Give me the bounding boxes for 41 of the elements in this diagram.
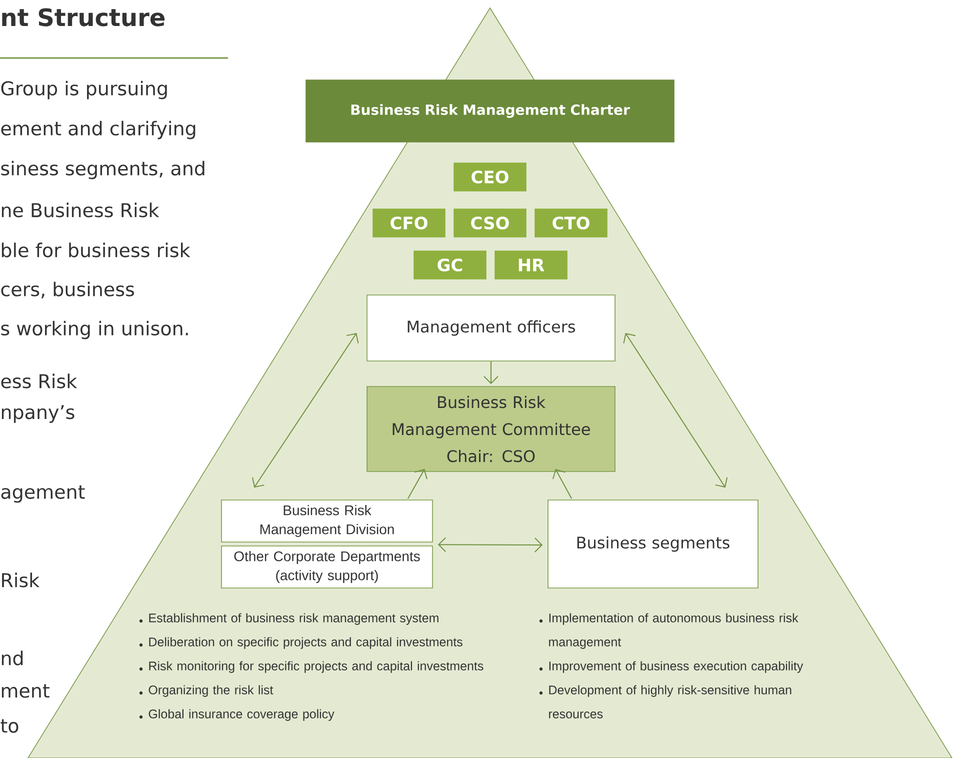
role-box: CEO — [454, 162, 526, 192]
bullet-item: Establishment of business risk management system — [149, 613, 438, 625]
bullet-item: Global insurance coverage policy — [148, 709, 334, 721]
arrow — [623, 333, 728, 488]
paragraph-text: agement — [1, 485, 85, 503]
paragraph-text: siness segments, and — [1, 160, 204, 180]
paragraph-text: ement and clarifying — [1, 120, 196, 140]
arrow — [252, 333, 359, 488]
role-box: CFO — [372, 208, 446, 238]
paragraph-text: ble for business risk — [2, 242, 190, 258]
department-box: Business Risk Management Division — [221, 500, 433, 542]
department-box: Other Corporate Departments (activity support) — [221, 546, 433, 588]
arrow — [438, 537, 543, 552]
process-box: Business segments — [548, 500, 758, 588]
arrow — [552, 468, 572, 500]
paragraph-text: Group is pursuing — [1, 80, 167, 100]
bullet-item: Organizing the risk list — [148, 685, 274, 697]
bullet-item: Development of highly risk-sensitive human resources — [549, 685, 792, 718]
paragraph-text: npany’s — [2, 405, 74, 423]
process-box: Management officers — [366, 294, 616, 362]
bullet-item: Improvement of business execution capability — [549, 661, 804, 673]
banner-box: Business Risk Management Charter — [306, 80, 674, 142]
role-box: GC — [414, 250, 486, 280]
paragraph-text: ess Risk — [1, 374, 78, 388]
paragraph-text: to — [0, 719, 18, 733]
arrow — [484, 360, 498, 384]
role-box: CSO — [454, 208, 526, 238]
paragraph-text: nd — [2, 650, 23, 666]
paragraph-text: ne Business Risk — [2, 202, 160, 218]
role-box: CTO — [534, 208, 608, 238]
heading: nt Structure — [2, 8, 165, 26]
committee-box: Business Risk Management Committee Chair: CSO — [366, 386, 616, 472]
paragraph-text: Risk — [2, 572, 40, 588]
bullet-item: Risk monitoring for specific projects and capital investments — [149, 661, 484, 673]
paragraph-text: cers, business — [1, 282, 134, 298]
arrow — [407, 468, 428, 500]
role-box: HR — [494, 250, 568, 280]
bullet-item: Implementation of autonomous business risk management — [549, 613, 798, 649]
paragraph-text: ment — [2, 684, 50, 698]
bullet-item: Deliberation on specific projects and capital investments — [149, 637, 462, 649]
paragraph-text: s working in unison. — [1, 320, 188, 340]
